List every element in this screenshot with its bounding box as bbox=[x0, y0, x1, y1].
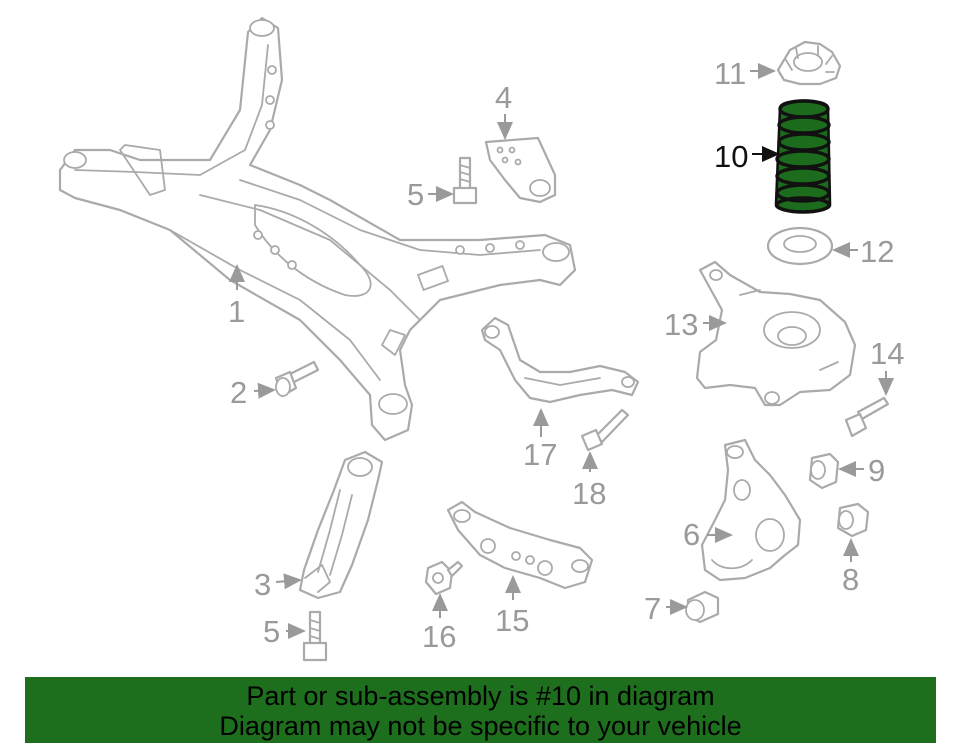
lower-arm-part bbox=[298, 450, 384, 600]
subframe-part bbox=[58, 16, 577, 442]
callout-6: 6 bbox=[683, 517, 700, 552]
bolt-part-5-upper bbox=[452, 156, 478, 205]
callout-labels: 1 2 3 4 5 5 6 7 8 9 10 11 12 13 14 15 16… bbox=[228, 56, 904, 654]
banner-line-2: Diagram may not be specific to your vehi… bbox=[219, 711, 742, 741]
bolt-part-18 bbox=[580, 408, 630, 452]
banner-line-1: Part or sub-assembly is #10 in diagram bbox=[246, 681, 715, 711]
leader-lines bbox=[229, 63, 894, 639]
callout-15: 15 bbox=[495, 603, 529, 638]
upper-link-part bbox=[480, 316, 640, 404]
callout-4: 4 bbox=[495, 80, 512, 115]
knuckle-part bbox=[700, 438, 802, 582]
bolt-part-5-lower bbox=[302, 610, 328, 662]
bushing-part-7 bbox=[685, 590, 720, 624]
callout-16: 16 bbox=[422, 619, 456, 654]
bolt-part-2 bbox=[274, 360, 320, 398]
callout-2: 2 bbox=[230, 375, 247, 410]
callout-5-upper: 5 bbox=[407, 177, 424, 212]
coil-spring-part bbox=[774, 99, 832, 214]
callout-7: 7 bbox=[644, 591, 661, 626]
info-banner: Part or sub-assembly is #10 in diagram D… bbox=[25, 677, 936, 743]
callout-5-lower: 5 bbox=[263, 614, 280, 649]
spring-control-arm-part bbox=[695, 260, 857, 407]
callout-12: 12 bbox=[860, 234, 894, 269]
bushing-part-9 bbox=[808, 452, 840, 490]
upper-spring-seat-part bbox=[776, 40, 842, 86]
lower-spring-seat-part bbox=[766, 226, 834, 266]
leader-3 bbox=[275, 573, 302, 590]
callout-14: 14 bbox=[870, 336, 904, 371]
callout-1: 1 bbox=[228, 294, 245, 329]
bushing-part-8 bbox=[836, 502, 870, 538]
nut-part-16 bbox=[424, 560, 464, 596]
callout-17: 17 bbox=[523, 437, 557, 472]
lateral-link-part bbox=[446, 500, 594, 590]
callout-18: 18 bbox=[572, 476, 606, 511]
callout-13: 13 bbox=[664, 307, 698, 342]
callout-11: 11 bbox=[714, 56, 746, 91]
callout-3: 3 bbox=[254, 567, 271, 602]
bolt-part-14 bbox=[844, 396, 890, 438]
callout-10: 10 bbox=[714, 139, 748, 174]
leader-2 bbox=[253, 382, 276, 399]
callout-8: 8 bbox=[842, 562, 859, 597]
bracket-part bbox=[484, 136, 557, 204]
callout-9: 9 bbox=[868, 453, 885, 488]
